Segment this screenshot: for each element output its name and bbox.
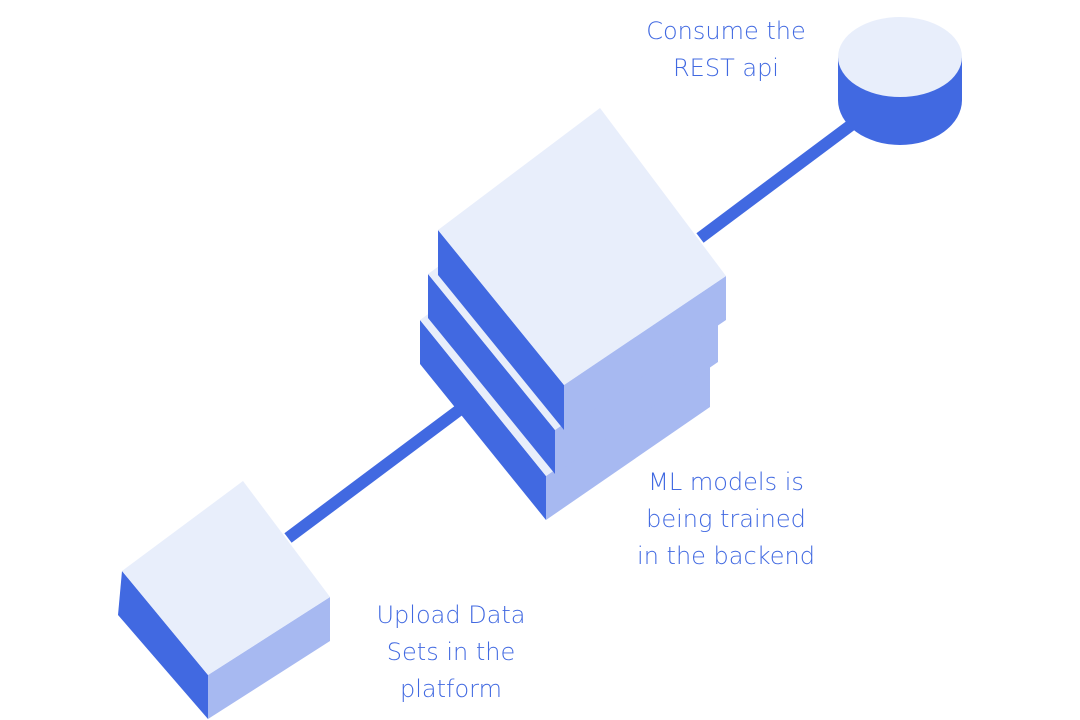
label-line: being trained [646, 505, 806, 533]
label-line: Consume the [646, 17, 806, 45]
stack-layer-top [438, 108, 726, 430]
label-consume-api: Consume the REST api [616, 13, 836, 87]
label-line: in the backend [637, 542, 815, 570]
server-stack-icon [420, 108, 726, 520]
connector-block-to-stack [284, 403, 466, 543]
label-line: Sets in the [386, 638, 516, 666]
label-line: platform [400, 675, 502, 703]
label-line: REST api [673, 54, 779, 82]
label-upload-data: Upload Data Sets in the platform [344, 597, 558, 708]
connector-stack-to-database [696, 100, 882, 243]
label-ml-training: ML models is being trained in the backen… [618, 464, 834, 575]
database-cylinder-icon [838, 17, 962, 145]
data-block-icon [118, 481, 330, 719]
label-line: Upload Data [376, 601, 526, 629]
label-line: ML models is [648, 468, 804, 496]
